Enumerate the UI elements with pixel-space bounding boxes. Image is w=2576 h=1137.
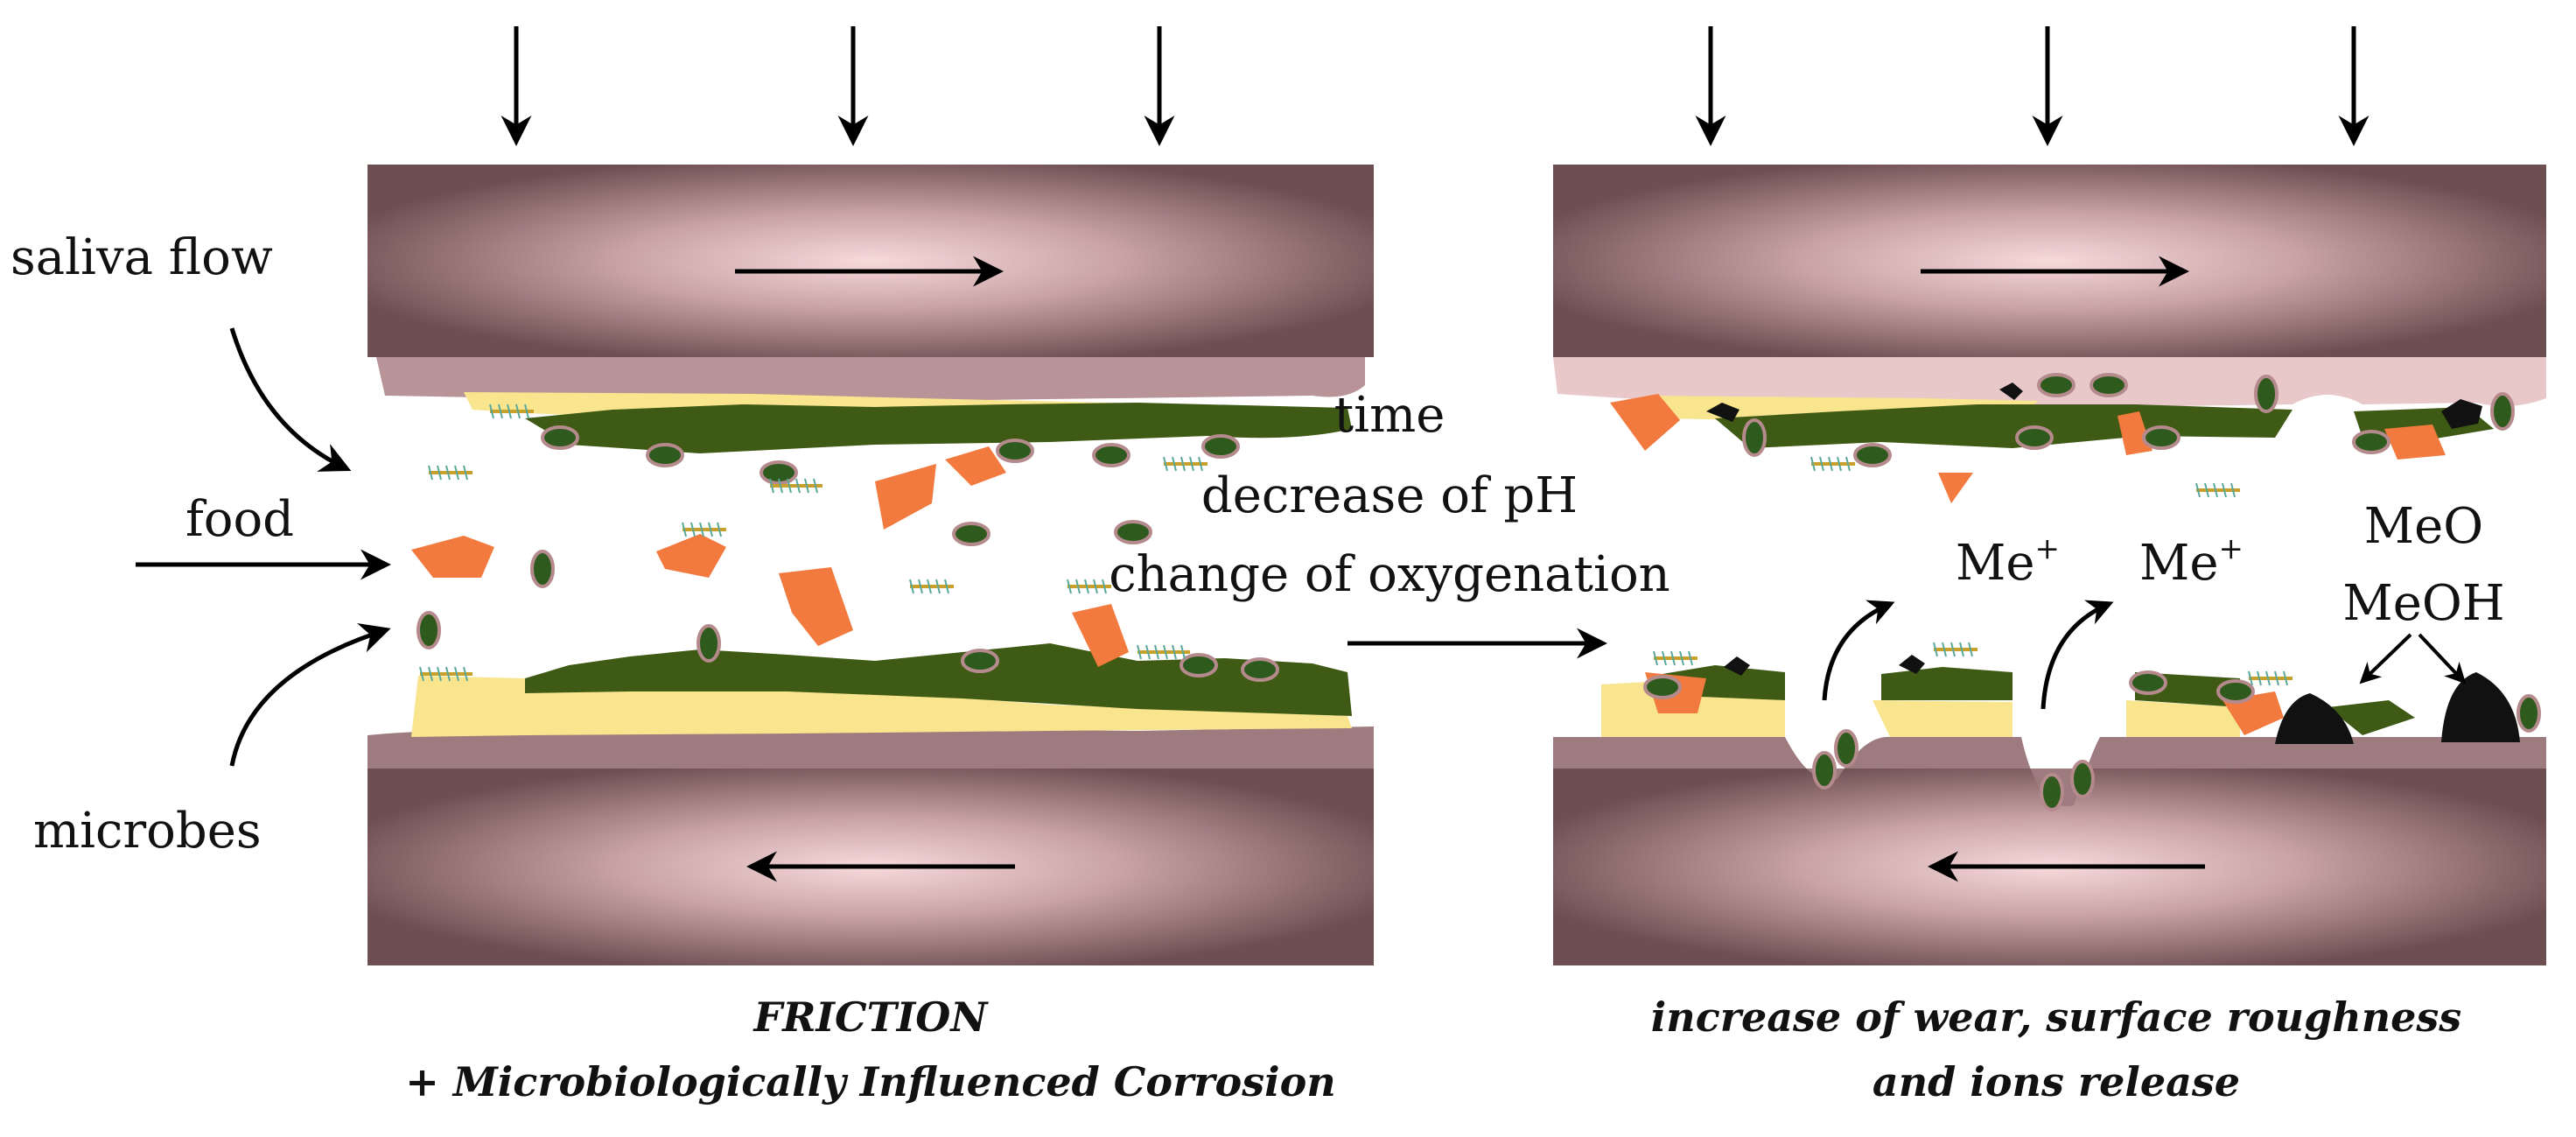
biofilm-top-left (525, 403, 1352, 453)
oxide-pointer-1 (2359, 633, 2412, 684)
yellow-layer-bottom-right-2 (1872, 700, 2012, 737)
me-ion-label-1: Me+ (1956, 531, 2060, 592)
yellow-layer-bottom-right-3 (2126, 700, 2240, 737)
condition-labels: time decrease of pH change of oxygenatio… (1109, 387, 1670, 659)
right-panel: Me+ Me+ MeO MeOH increase of wear, surfa… (1553, 26, 2546, 1105)
right-caption-line1: increase of wear, surface roughness (1651, 993, 2461, 1041)
left-caption-line1: FRICTION (752, 993, 990, 1041)
oxide-pointer-2 (2418, 633, 2467, 684)
me-ion-symbol-1: Me (1956, 535, 2034, 592)
microbes-right (1643, 373, 2541, 811)
bacteria-hairs-right (1653, 456, 2288, 686)
microbes-label: microbes (33, 803, 262, 860)
biofilm-bottom-left (525, 643, 1352, 716)
food-particles-left (411, 446, 1129, 667)
meoh-label: MeOH (2342, 575, 2504, 632)
biofilm-bottom-right-2 (1881, 667, 2012, 700)
microbes-left (416, 425, 1279, 682)
microbes-arrow (229, 622, 391, 767)
top-surface-left (376, 357, 1365, 403)
saliva-flow-label: saliva flow (10, 229, 273, 286)
me-ion-label-2: Me+ (2139, 531, 2244, 592)
ion-release-arrow-2 (2040, 600, 2114, 710)
bottom-surface-right (1553, 736, 2546, 807)
ion-release-arrow-1 (1822, 600, 1895, 701)
decrease-ph-label: decrease of pH (1201, 467, 1578, 524)
meo-label: MeO (2364, 498, 2483, 555)
load-arrows-right (1695, 26, 2370, 146)
right-caption-line2: and ions release (1872, 1058, 2240, 1105)
bottom-surface-left (368, 726, 1374, 769)
me-ion-charge-2: + (2218, 531, 2244, 566)
load-arrows-left (500, 26, 1175, 146)
saliva-flow-arrow (229, 327, 352, 472)
oxygenation-label: change of oxygenation (1109, 546, 1670, 603)
biofilm-bottom-right-4 (2328, 700, 2415, 735)
left-caption-line2: + Microbiologically Influenced Corrosion (405, 1058, 1335, 1105)
time-label: time (1334, 387, 1446, 444)
top-block-right (1553, 165, 2546, 357)
me-ion-symbol-2: Me (2139, 535, 2218, 592)
oxide-deposits (1706, 383, 2520, 744)
top-block-left (368, 165, 1374, 357)
me-ion-charge-1: + (2034, 531, 2060, 566)
food-label: food (186, 491, 294, 548)
biofilm-top-right (1715, 404, 2292, 448)
bacteria-hairs-left (419, 404, 1203, 682)
left-panel: saliva flow food microbes FRICTION + Mic… (10, 26, 1374, 1105)
